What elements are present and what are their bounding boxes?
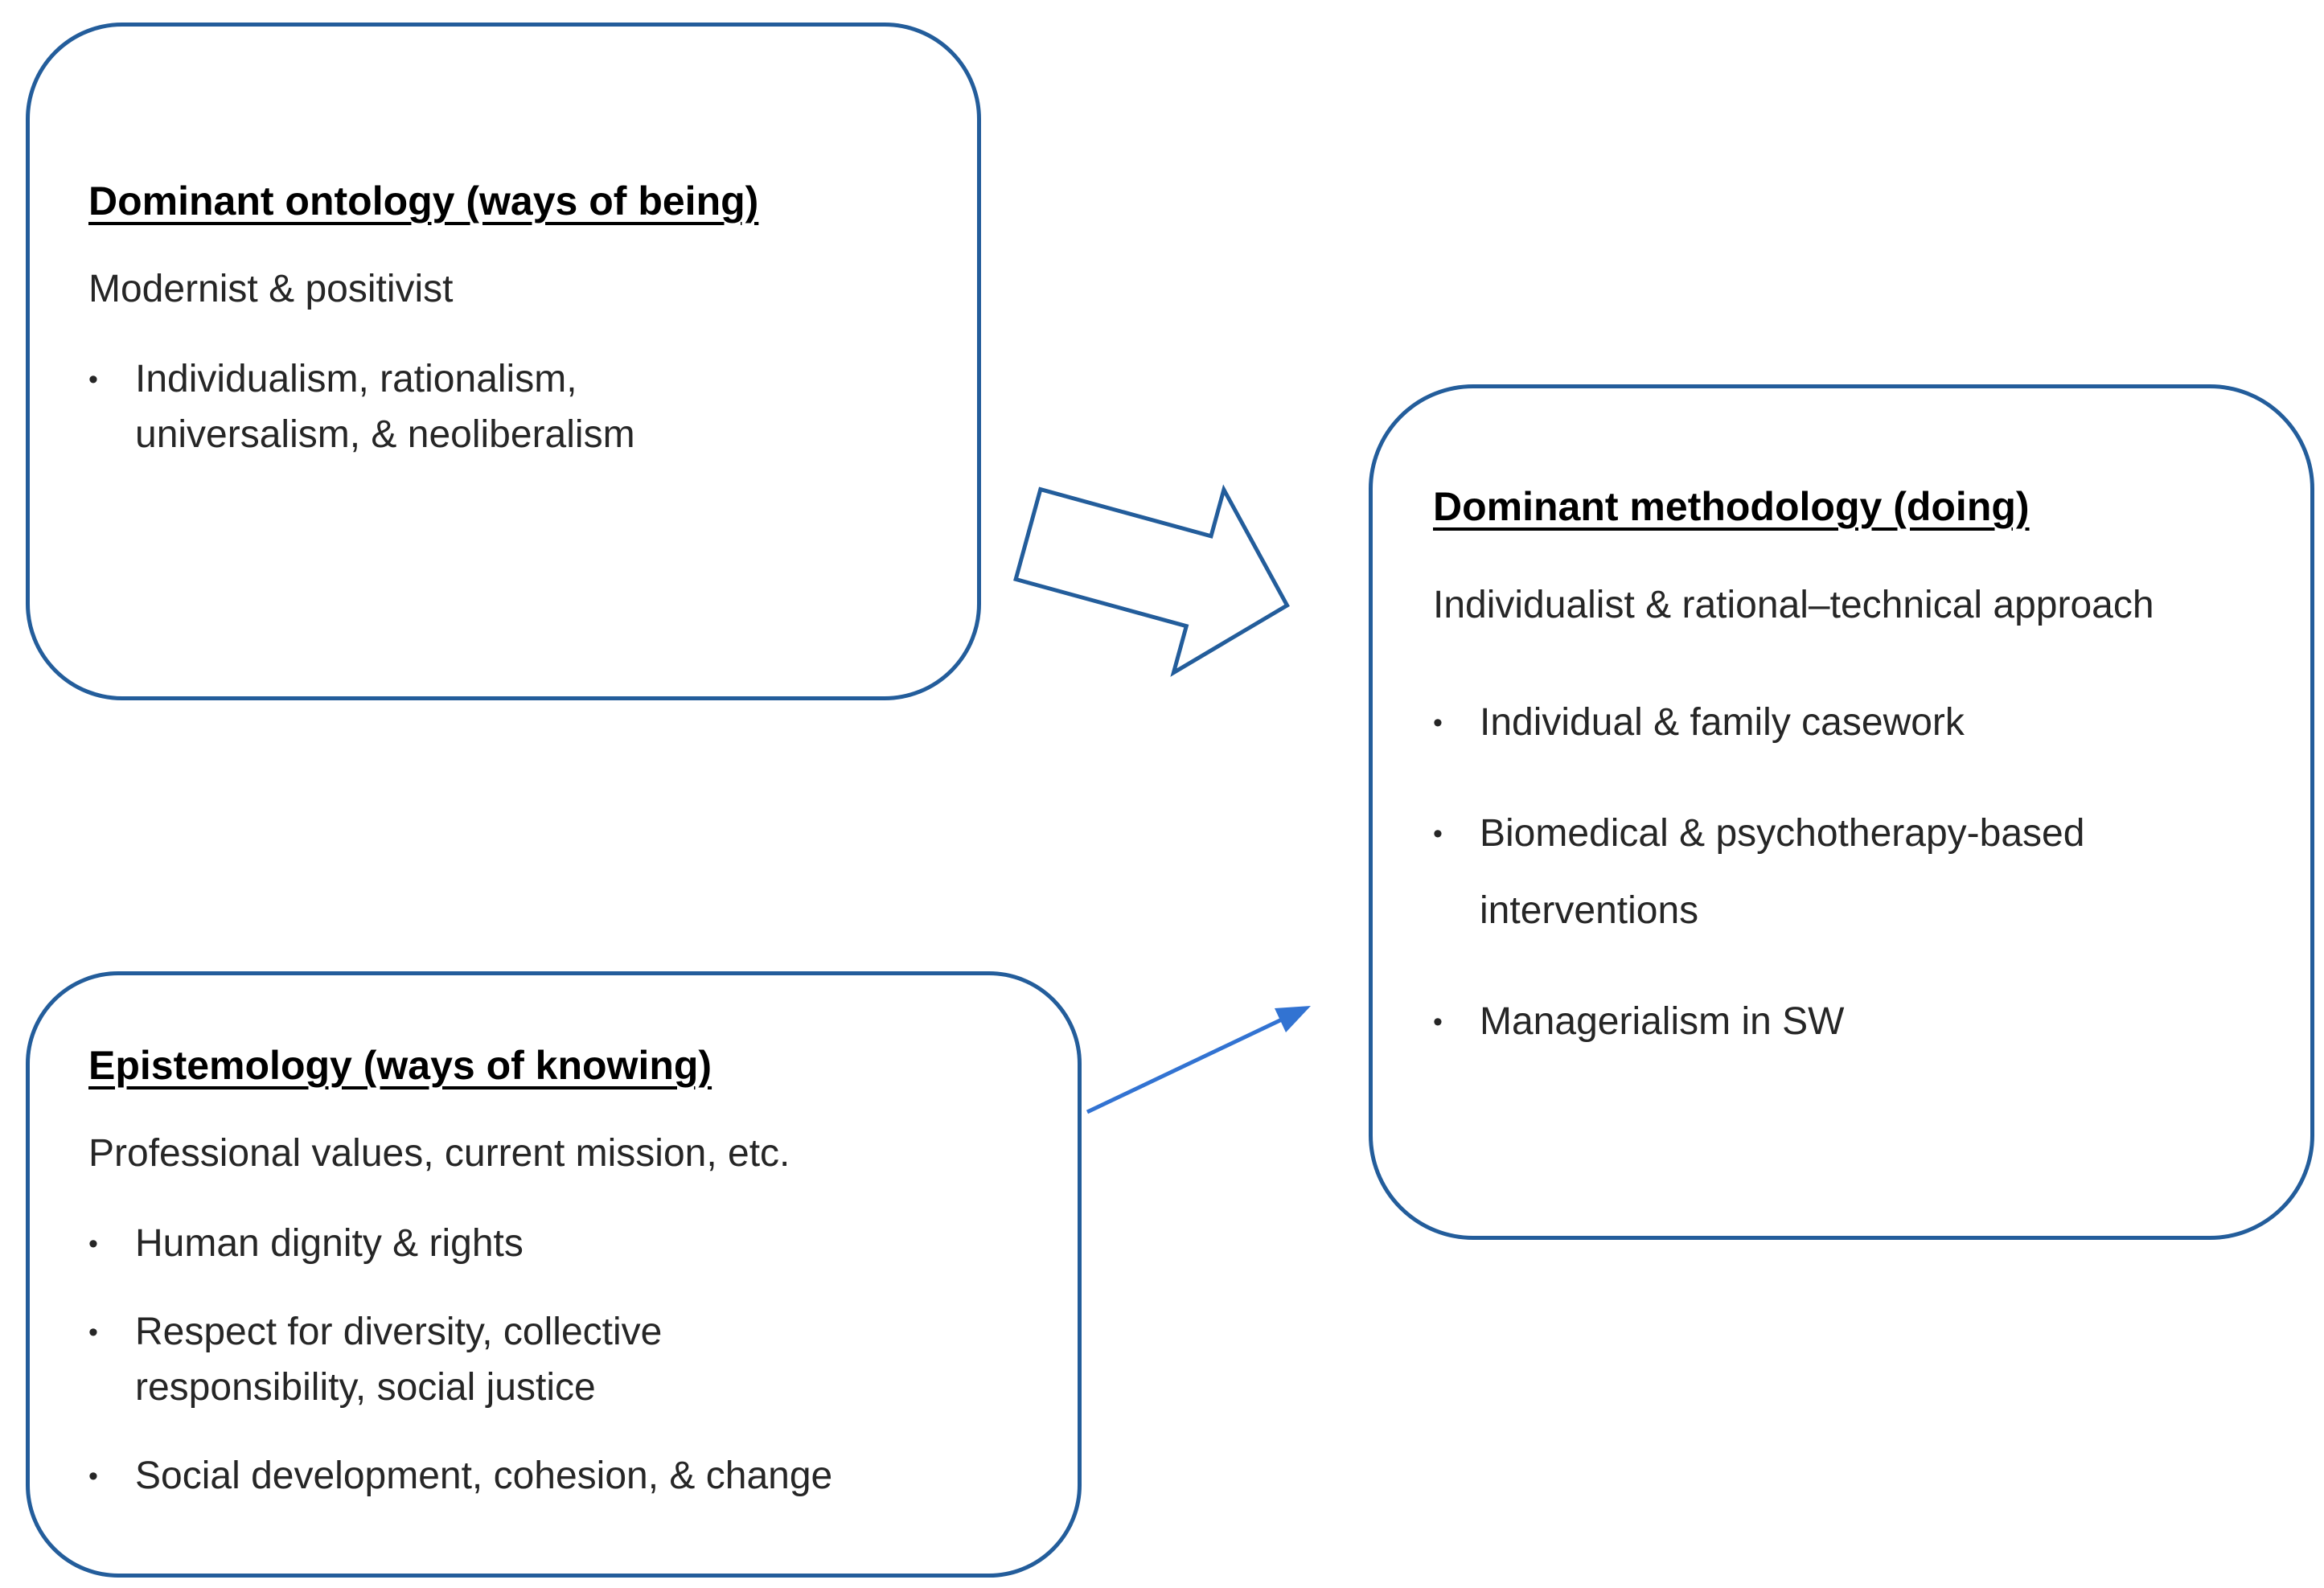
- bullet-icon: •: [88, 1316, 98, 1348]
- methodology-bullet-list: • Individual & family casework • Biomedi…: [1433, 684, 2270, 1061]
- bullet-icon: •: [1433, 819, 1443, 849]
- epistemology-title: Epistemology (ways of knowing): [88, 1043, 712, 1088]
- list-item: • Biomedical & psychotherapy-based inter…: [1433, 795, 2270, 950]
- list-item: • Social development, cohesion, & change: [88, 1448, 1045, 1504]
- list-item-text: Human dignity & rights: [135, 1221, 524, 1265]
- bullet-icon: •: [88, 363, 98, 395]
- list-item-text: Respect for diversity, collective respon…: [135, 1310, 663, 1410]
- ontology-bullet-list: • Individualism, rationalism, universali…: [88, 351, 937, 463]
- epistemology-bullet-list: • Human dignity & rights • Respect for d…: [88, 1216, 1045, 1504]
- list-item-text: Social development, cohesion, & change: [135, 1454, 833, 1497]
- list-item: • Managerialism in SW: [1433, 983, 2270, 1061]
- bullet-icon: •: [88, 1228, 98, 1259]
- methodology-title: Dominant methodology (doing): [1433, 484, 2030, 529]
- list-item-text: Managerialism in SW: [1480, 1000, 1845, 1043]
- list-item: • Individual & family casework: [1433, 684, 2270, 761]
- list-item: • Human dignity & rights: [88, 1216, 1045, 1272]
- thin-arrow-icon: [1086, 1006, 1311, 1114]
- list-item: • Individualism, rationalism, universali…: [88, 351, 937, 463]
- bullet-icon: •: [1433, 1007, 1443, 1037]
- methodology-subtitle: Individualist & rational–technical appro…: [1433, 584, 2154, 626]
- list-item-text: Individualism, rationalism, universalism…: [135, 357, 635, 457]
- epistemology-subtitle: Professional values, current mission, et…: [88, 1132, 790, 1175]
- ontology-box: Dominant ontology (ways of being) Modern…: [26, 23, 981, 700]
- ontology-title: Dominant ontology (ways of being): [88, 178, 759, 224]
- epistemology-box: Epistemology (ways of knowing) Professio…: [26, 971, 1082, 1578]
- list-item-text: Biomedical & psychotherapy-based interve…: [1480, 812, 2085, 932]
- bullet-icon: •: [88, 1460, 98, 1492]
- ontology-subtitle: Modernist & positivist: [88, 268, 454, 310]
- list-item-text: Individual & family casework: [1480, 701, 1965, 744]
- list-item: • Respect for diversity, collective resp…: [88, 1304, 1045, 1416]
- bullet-icon: •: [1433, 708, 1443, 738]
- methodology-box: Dominant methodology (doing) Individuali…: [1369, 384, 2314, 1240]
- block-arrow-icon: [1013, 484, 1290, 677]
